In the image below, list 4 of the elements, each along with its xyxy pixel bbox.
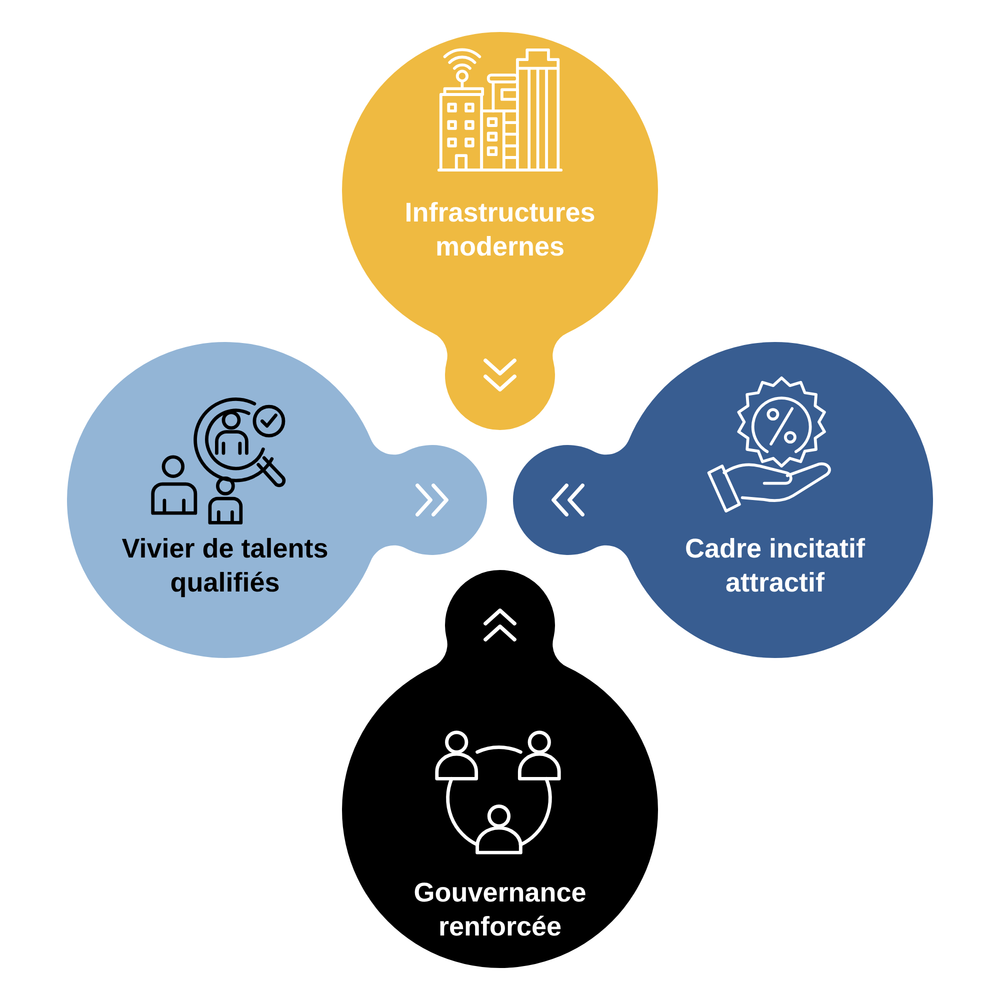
node-label: Vivier de talents qualifiés (120, 532, 330, 600)
node-label: Infrastructures modernes (404, 196, 596, 263)
node-label: Cadre incitatif attractif (684, 532, 866, 599)
node-label: Gouvernance renforcée (412, 876, 588, 943)
